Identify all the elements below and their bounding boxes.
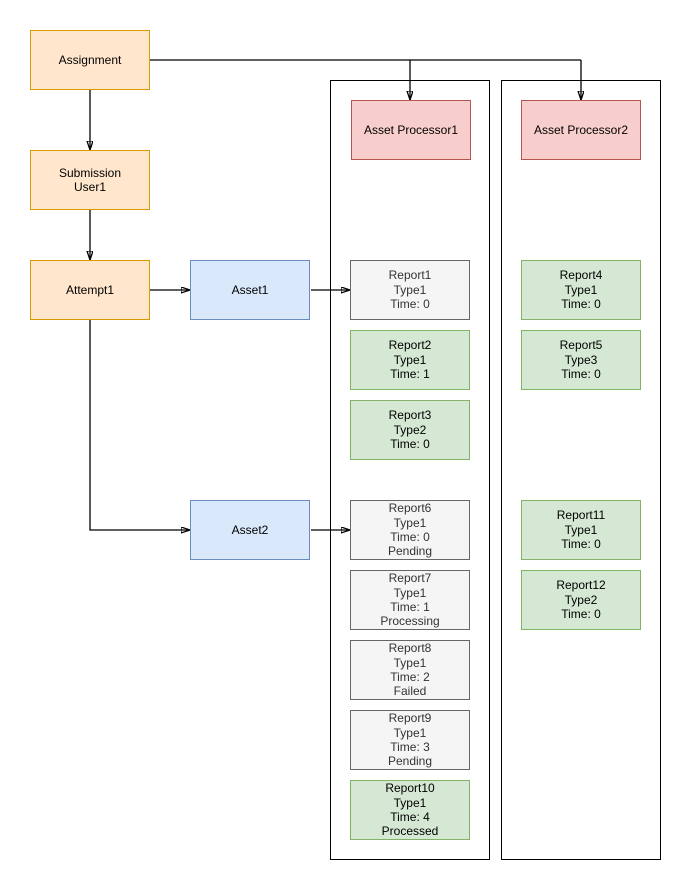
report-status: Failed [393, 684, 427, 699]
report-type: Type1 [393, 585, 427, 600]
report-type: Type1 [564, 522, 598, 537]
report-name: Report2 [388, 338, 432, 353]
report-time: Time: 3 [390, 740, 430, 754]
report-name: Report11 [556, 508, 606, 523]
report-time: Time: 0 [561, 537, 601, 552]
assignment-node: Assignment [30, 30, 150, 90]
report-time: Time: 0 [390, 437, 430, 452]
report-time: Time: 0 [561, 607, 601, 622]
report12-node: Report12 Type2 Time: 0 [521, 570, 641, 630]
report-type: Type1 [393, 282, 427, 297]
report-status: Pending [387, 544, 433, 559]
report-time: Time: 4 [390, 810, 430, 824]
report-time: Time: 0 [561, 297, 601, 312]
report-name: Report10 [385, 781, 435, 796]
report-status: Processing [380, 614, 440, 629]
report10-node: Report10 Type1 Time: 4 Processed [350, 780, 470, 840]
report-type: Type1 [393, 795, 427, 810]
report9-node: Report9 Type1 Time: 3 Pending [350, 710, 470, 770]
report6-node: Report6 Type1 Time: 0 Pending [350, 500, 470, 560]
report4-node: Report4 Type1 Time: 0 [521, 260, 641, 320]
report-name: Report6 [388, 501, 432, 516]
submission-label-line2: User1 [73, 180, 106, 194]
asset-processor1-node: Asset Processor1 [351, 100, 471, 160]
report-name: Report9 [388, 711, 432, 726]
report-name: Report5 [559, 338, 603, 353]
report-name: Report1 [388, 268, 432, 283]
submission-label-line1: Submission [58, 165, 122, 180]
report-name: Report7 [388, 571, 432, 586]
asset2-label: Asset2 [231, 522, 269, 537]
connector-attempt1-asset2 [89, 320, 190, 530]
report-type: Type2 [393, 422, 427, 437]
report7-node: Report7 Type1 Time: 1 Processing [350, 570, 470, 630]
report-name: Report3 [388, 408, 432, 423]
report-time: Time: 0 [561, 367, 601, 382]
report1-node: Report1 Type1 Time: 0 [350, 260, 470, 320]
asset-processor1-label: Asset Processor1 [363, 122, 459, 137]
report-time: Time: 0 [390, 530, 430, 544]
asset1-label: Asset1 [231, 282, 269, 297]
asset-processor2-label: Asset Processor2 [533, 122, 629, 137]
asset-processor2-container [501, 80, 661, 860]
report-name: Report8 [388, 641, 432, 656]
asset1-node: Asset1 [190, 260, 310, 320]
report11-node: Report11 Type1 Time: 0 [521, 500, 641, 560]
report8-node: Report8 Type1 Time: 2 Failed [350, 640, 470, 700]
report-type: Type1 [564, 282, 598, 297]
report-type: Type1 [393, 515, 427, 530]
report5-node: Report5 Type3 Time: 0 [521, 330, 641, 390]
report-type: Type1 [393, 352, 427, 367]
report2-node: Report2 Type1 Time: 1 [350, 330, 470, 390]
submission-node: Submission User1 [30, 150, 150, 210]
report-time: Time: 1 [390, 600, 430, 614]
report-time: Time: 0 [390, 297, 430, 312]
asset2-node: Asset2 [190, 500, 310, 560]
attempt1-node: Attempt1 [30, 260, 150, 320]
report-time: Time: 2 [390, 670, 430, 684]
attempt1-label: Attempt1 [65, 282, 115, 297]
report-status: Pending [387, 754, 433, 769]
report-type: Type1 [393, 725, 427, 740]
report-name: Report4 [559, 268, 603, 283]
report-name: Report12 [556, 578, 606, 593]
report-type: Type3 [564, 352, 598, 367]
report-time: Time: 1 [390, 367, 430, 382]
assignment-label: Assignment [58, 52, 122, 67]
report-type: Type1 [393, 655, 427, 670]
asset-processor2-node: Asset Processor2 [521, 100, 641, 160]
report-status: Processed [381, 824, 439, 839]
report-type: Type2 [564, 592, 598, 607]
report3-node: Report3 Type2 Time: 0 [350, 400, 470, 460]
